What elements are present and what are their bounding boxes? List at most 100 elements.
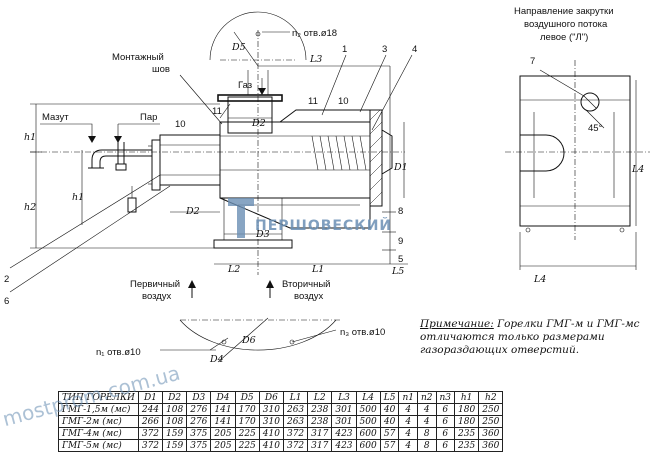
header-d4: D4 — [210, 391, 236, 404]
cell-value: 40 — [379, 415, 400, 428]
cell-value: 244 — [137, 403, 164, 416]
cell-value: 205 — [210, 427, 236, 440]
cell-value: 6 — [435, 427, 456, 440]
label-montage: Монтажный — [112, 52, 164, 63]
cell-value: 205 — [210, 439, 236, 452]
leader-lines — [9, 54, 413, 293]
dim-l2: L2 — [227, 264, 240, 275]
burner-side-view — [9, 11, 413, 363]
note: Примечание: Горелки ГМГ-м и ГМГ-мс отлич… — [420, 318, 660, 357]
cell-value: 263 — [282, 403, 309, 416]
header-l1: L1 — [282, 391, 309, 404]
cell-value: 423 — [331, 439, 357, 452]
cell-value: 6 — [435, 415, 456, 428]
cell-value: 4 — [416, 403, 437, 416]
cell-value: 159 — [162, 427, 188, 440]
cell-value: 375 — [186, 427, 212, 440]
cell-value: 372 — [137, 427, 164, 440]
dimension-lines — [30, 65, 408, 265]
header-d6: D6 — [258, 391, 284, 404]
cell-value: 8 — [416, 439, 437, 452]
dim-d4: D4 — [209, 354, 224, 365]
cell-value: 170 — [234, 403, 260, 416]
label-holes-n1: n₁ отв.ø10 — [96, 347, 141, 358]
label-primary: Первичный — [130, 279, 180, 290]
fuel-arrows — [40, 78, 266, 143]
header-d3: D3 — [186, 391, 212, 404]
cell-value: 235 — [454, 427, 480, 440]
header-h1: h1 — [454, 391, 480, 404]
label-holes-n2: n₂ отв.ø18 — [292, 28, 337, 39]
label-mazut: Мазут — [42, 112, 69, 123]
cell-value: 317 — [307, 439, 333, 452]
header-d5: D5 — [234, 391, 260, 404]
cell-value: 108 — [162, 415, 188, 428]
cell-value: 57 — [379, 439, 400, 452]
cell-value: 4 — [416, 415, 437, 428]
dim-d2-top: D2 — [251, 118, 266, 129]
bottom-flange-view — [160, 317, 340, 363]
cell-value: 310 — [258, 415, 284, 428]
cell-value: 108 — [162, 403, 188, 416]
cell-value: 141 — [210, 403, 236, 416]
swirl-vanes — [311, 135, 367, 171]
callout-10-left: 10 — [175, 119, 186, 130]
cell-value: 410 — [258, 427, 284, 440]
cell-value: 423 — [331, 427, 357, 440]
dim-l3: L3 — [309, 54, 322, 65]
cell-value: 500 — [355, 403, 381, 416]
callout-6: 6 — [4, 296, 9, 307]
top-flange-view — [209, 11, 307, 67]
cell-value: 600 — [355, 427, 381, 440]
dim-d5: D5 — [231, 42, 246, 53]
section-hatching — [369, 109, 383, 205]
watermark-center: ПЕРШОВЕСКИЙ — [255, 218, 393, 234]
label-holes-n3: n₃ отв.ø10 — [340, 327, 385, 338]
header-l5: L5 — [379, 391, 400, 404]
dim-d1: D1 — [393, 162, 408, 173]
cell-value: 170 — [234, 415, 260, 428]
note-head: Примечание: — [420, 318, 494, 330]
callout-11-top: 11 — [308, 96, 318, 107]
cell-value: 372 — [282, 427, 309, 440]
label-secondary-2: воздух — [294, 291, 324, 302]
cell-value: 6 — [435, 439, 456, 452]
dim-l5: L5 — [391, 266, 404, 277]
cell-value: 301 — [331, 415, 357, 428]
cell-value: 500 — [355, 415, 381, 428]
spec-table: ТИП ГОРЕЛКИ D1 D2 D3 D4 D5 D6 L1 L2 L3 L… — [58, 391, 504, 452]
cell-value: 225 — [234, 427, 260, 440]
dim-l4-vert: L4 — [631, 164, 644, 175]
callout-1: 1 — [342, 44, 347, 55]
cell-value: 4 — [398, 439, 418, 452]
callout-7: 7 — [530, 56, 535, 67]
header-n3: n3 — [435, 391, 456, 404]
label-par: Пар — [140, 112, 157, 123]
dim-h2: h2 — [24, 202, 36, 213]
cell-value: 141 — [210, 415, 236, 428]
cell-value: 40 — [379, 403, 400, 416]
cell-value: 410 — [258, 439, 284, 452]
label-montage-2: шов — [152, 64, 170, 75]
dim-l1: L1 — [311, 264, 324, 275]
cell-type: ГМГ-2м (мс) — [58, 415, 139, 428]
header-l2: L2 — [307, 391, 333, 404]
label-angle: 45° — [588, 123, 603, 134]
cell-value: 235 — [454, 439, 480, 452]
cell-value: 57 — [379, 427, 400, 440]
cell-value: 375 — [186, 439, 212, 452]
cell-value: 360 — [478, 427, 504, 440]
cell-value: 317 — [307, 427, 333, 440]
cell-value: 276 — [186, 403, 212, 416]
cell-value: 225 — [234, 439, 260, 452]
header-n1: n1 — [398, 391, 418, 404]
cell-value: 372 — [282, 439, 309, 452]
cell-type: ГМГ-5м (мс) — [58, 439, 139, 452]
callout-10-top: 10 — [338, 96, 349, 107]
watermark-logo-icon — [228, 198, 254, 238]
